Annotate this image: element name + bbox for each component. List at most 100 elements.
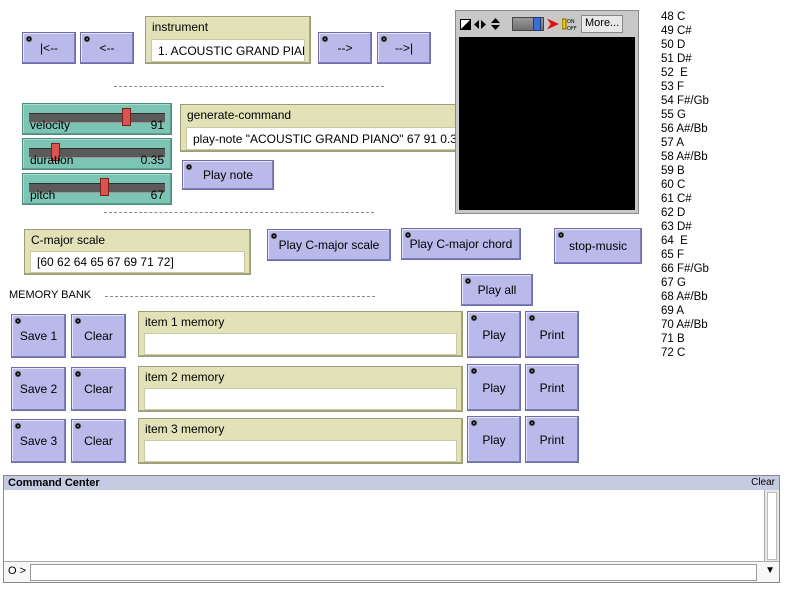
on-off-switch-icon[interactable]: ONOFF [562, 18, 578, 30]
slider-knob[interactable] [122, 108, 131, 126]
note-item: 72 C [661, 346, 709, 360]
memory-label: item 1 memory [145, 315, 224, 329]
button-label: |<-- [40, 41, 58, 55]
play-all-button[interactable]: Play all [461, 274, 533, 306]
instrument-monitor: instrument 1. ACOUSTIC GRAND PIANO [145, 16, 311, 64]
next-instrument-button[interactable]: --> [318, 32, 372, 64]
note-item: 50 D [661, 38, 709, 52]
note-item: 61 C# [661, 192, 709, 206]
command-output-scrollbar[interactable] [764, 490, 779, 562]
note-item: 48 C [661, 10, 709, 24]
button-label: stop-music [569, 239, 627, 253]
note-item: 63 D# [661, 220, 709, 234]
action-key-icon [75, 371, 81, 377]
velocity-slider[interactable]: velocity 91 [22, 103, 172, 135]
action-key-icon [15, 423, 21, 429]
slider-label: pitch [30, 188, 55, 202]
more-button[interactable]: More... [581, 15, 623, 33]
first-instrument-button[interactable]: |<-- [22, 32, 76, 64]
play-note-button[interactable]: Play note [182, 160, 274, 190]
action-key-icon [529, 420, 535, 426]
up-down-arrows-icon[interactable] [489, 18, 501, 30]
clear-2-button[interactable]: Clear [71, 367, 126, 411]
command-input-row: O > ▼ [4, 561, 779, 582]
note-item: 58 A#/Bb [661, 150, 709, 164]
button-label: Play note [203, 168, 253, 182]
play-3-button[interactable]: Play [467, 416, 521, 463]
save-3-button[interactable]: Save 3 [11, 419, 66, 463]
button-label: --> [338, 41, 353, 55]
note-item: 66 F#/Gb [661, 262, 709, 276]
note-item: 57 A [661, 136, 709, 150]
instrument-label: instrument [152, 20, 208, 34]
button-label: Play all [478, 283, 517, 297]
play-c-major-scale-button[interactable]: Play C-major scale [267, 229, 391, 261]
item-2-memory-monitor: item 2 memory [138, 366, 463, 412]
button-label: Play [482, 381, 505, 395]
button-label: Save 1 [20, 329, 57, 343]
button-label: -->| [395, 41, 413, 55]
command-center-title: Command Center [8, 477, 100, 489]
clear-1-button[interactable]: Clear [71, 314, 126, 358]
print-2-button[interactable]: Print [525, 364, 579, 411]
play-2-button[interactable]: Play [467, 364, 521, 411]
button-label: Play C-major scale [279, 238, 380, 252]
left-right-arrows-icon[interactable] [474, 18, 486, 30]
memory-label: item 2 memory [145, 370, 224, 384]
slider-knob[interactable] [100, 178, 109, 196]
generate-command-label: generate-command [187, 108, 291, 122]
note-item: 70 A#/Bb [661, 318, 709, 332]
duration-slider[interactable]: duration 0.35 [22, 138, 172, 170]
divider [105, 296, 375, 297]
button-label: Clear [84, 434, 113, 448]
last-instrument-button[interactable]: -->| [377, 32, 431, 64]
command-center-header: Command Center Clear [4, 476, 779, 491]
edit-icon[interactable] [459, 18, 471, 30]
note-reference-list: 48 C49 C#50 D51 D#52 E53 F54 F#/Gb55 G56… [661, 10, 709, 360]
scrollbar-thumb[interactable] [767, 492, 777, 560]
command-input[interactable] [30, 564, 757, 581]
c-major-scale-value: [60 62 64 65 67 69 71 72] [30, 251, 245, 273]
item-3-memory-monitor: item 3 memory [138, 418, 463, 464]
world-canvas[interactable] [459, 37, 635, 210]
command-center-clear-button[interactable]: Clear [751, 477, 775, 488]
button-label: Print [540, 328, 565, 342]
agent-prompt-selector[interactable]: O > [8, 565, 26, 577]
print-3-button[interactable]: Print [525, 416, 579, 463]
action-key-icon [381, 36, 387, 42]
speed-slider[interactable] [512, 17, 544, 31]
save-2-button[interactable]: Save 2 [11, 367, 66, 411]
action-key-icon [471, 315, 477, 321]
speed-slider-knob[interactable] [533, 17, 541, 31]
command-output[interactable] [4, 490, 765, 562]
pitch-slider[interactable]: pitch 67 [22, 173, 172, 205]
play-c-major-chord-button[interactable]: Play C-major chord [401, 228, 521, 260]
button-label: Print [540, 381, 565, 395]
note-item: 67 G [661, 276, 709, 290]
previous-instrument-button[interactable]: <-- [80, 32, 134, 64]
world-view: ONOFF More... [455, 10, 639, 214]
play-1-button[interactable]: Play [467, 311, 521, 358]
history-dropdown-icon[interactable]: ▼ [765, 565, 775, 576]
stop-music-button[interactable]: stop-music [554, 228, 642, 264]
clear-3-button[interactable]: Clear [71, 419, 126, 463]
save-1-button[interactable]: Save 1 [11, 314, 66, 358]
note-item: 62 D [661, 206, 709, 220]
slider-value: 67 [151, 188, 164, 202]
action-key-icon [75, 318, 81, 324]
note-item: 55 G [661, 108, 709, 122]
print-1-button[interactable]: Print [525, 311, 579, 358]
action-key-icon [271, 233, 277, 239]
item-1-memory-monitor: item 1 memory [138, 311, 463, 357]
note-item: 60 C [661, 178, 709, 192]
memory-value [144, 388, 457, 410]
button-label: Save 2 [20, 382, 57, 396]
action-key-icon [75, 423, 81, 429]
slider-label: duration [30, 153, 73, 167]
generate-command-monitor: generate-command play-note "ACOUSTIC GRA… [180, 104, 480, 152]
slider-label: velocity [30, 118, 70, 132]
note-item: 59 B [661, 164, 709, 178]
action-key-icon [529, 315, 535, 321]
action-key-icon [84, 36, 90, 42]
action-key-icon [322, 36, 328, 42]
